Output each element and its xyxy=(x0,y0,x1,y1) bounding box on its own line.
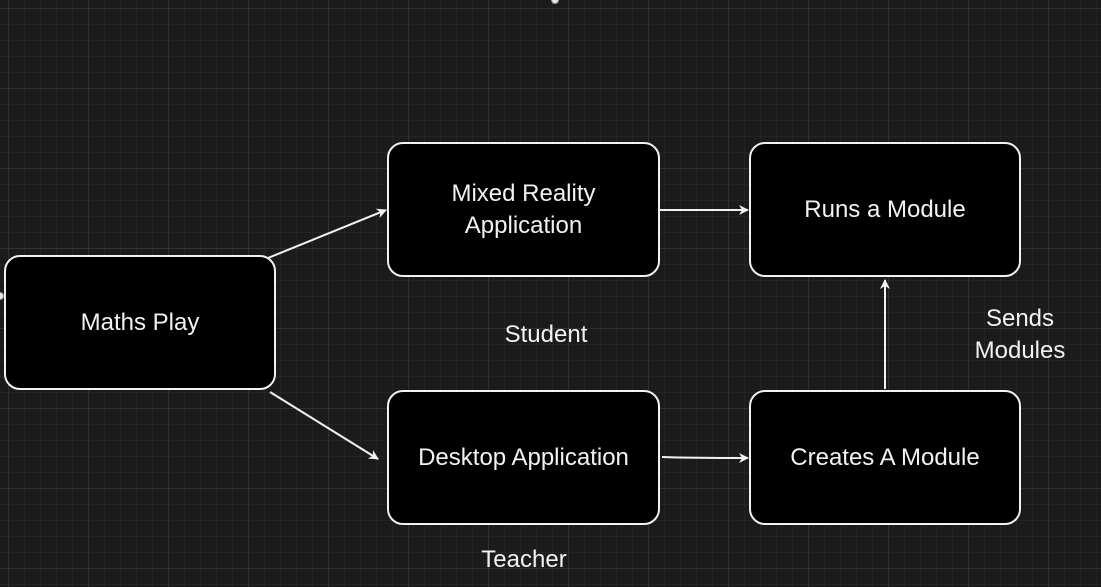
node-creates-a-module-label: Creates A Module xyxy=(790,443,980,471)
node-maths-play[interactable]: Maths Play xyxy=(4,255,276,390)
node-creates-a-module[interactable]: Creates A Module xyxy=(749,390,1021,525)
edge-desktop-to-creates-module[interactable] xyxy=(661,452,749,463)
node-mixed-reality-application-label: Mixed Reality Application xyxy=(451,179,596,239)
node-runs-a-module[interactable]: Runs a Module xyxy=(749,142,1021,277)
edge-maths-play-to-mixed-reality[interactable] xyxy=(267,208,387,259)
connection-handle[interactable] xyxy=(551,0,559,4)
node-desktop-application[interactable]: Desktop Application xyxy=(387,390,660,525)
label-teacher: Teacher xyxy=(481,546,567,573)
label-sends-modules: Sends Modules xyxy=(974,305,1066,364)
label-student: Student xyxy=(504,321,588,348)
node-maths-play-label: Maths Play xyxy=(80,308,200,336)
node-mixed-reality-application[interactable]: Mixed Reality Application xyxy=(387,142,660,277)
edge-maths-play-to-desktop[interactable] xyxy=(269,391,379,460)
node-desktop-application-label: Desktop Application xyxy=(418,443,629,471)
node-runs-a-module-label: Runs a Module xyxy=(804,195,966,223)
